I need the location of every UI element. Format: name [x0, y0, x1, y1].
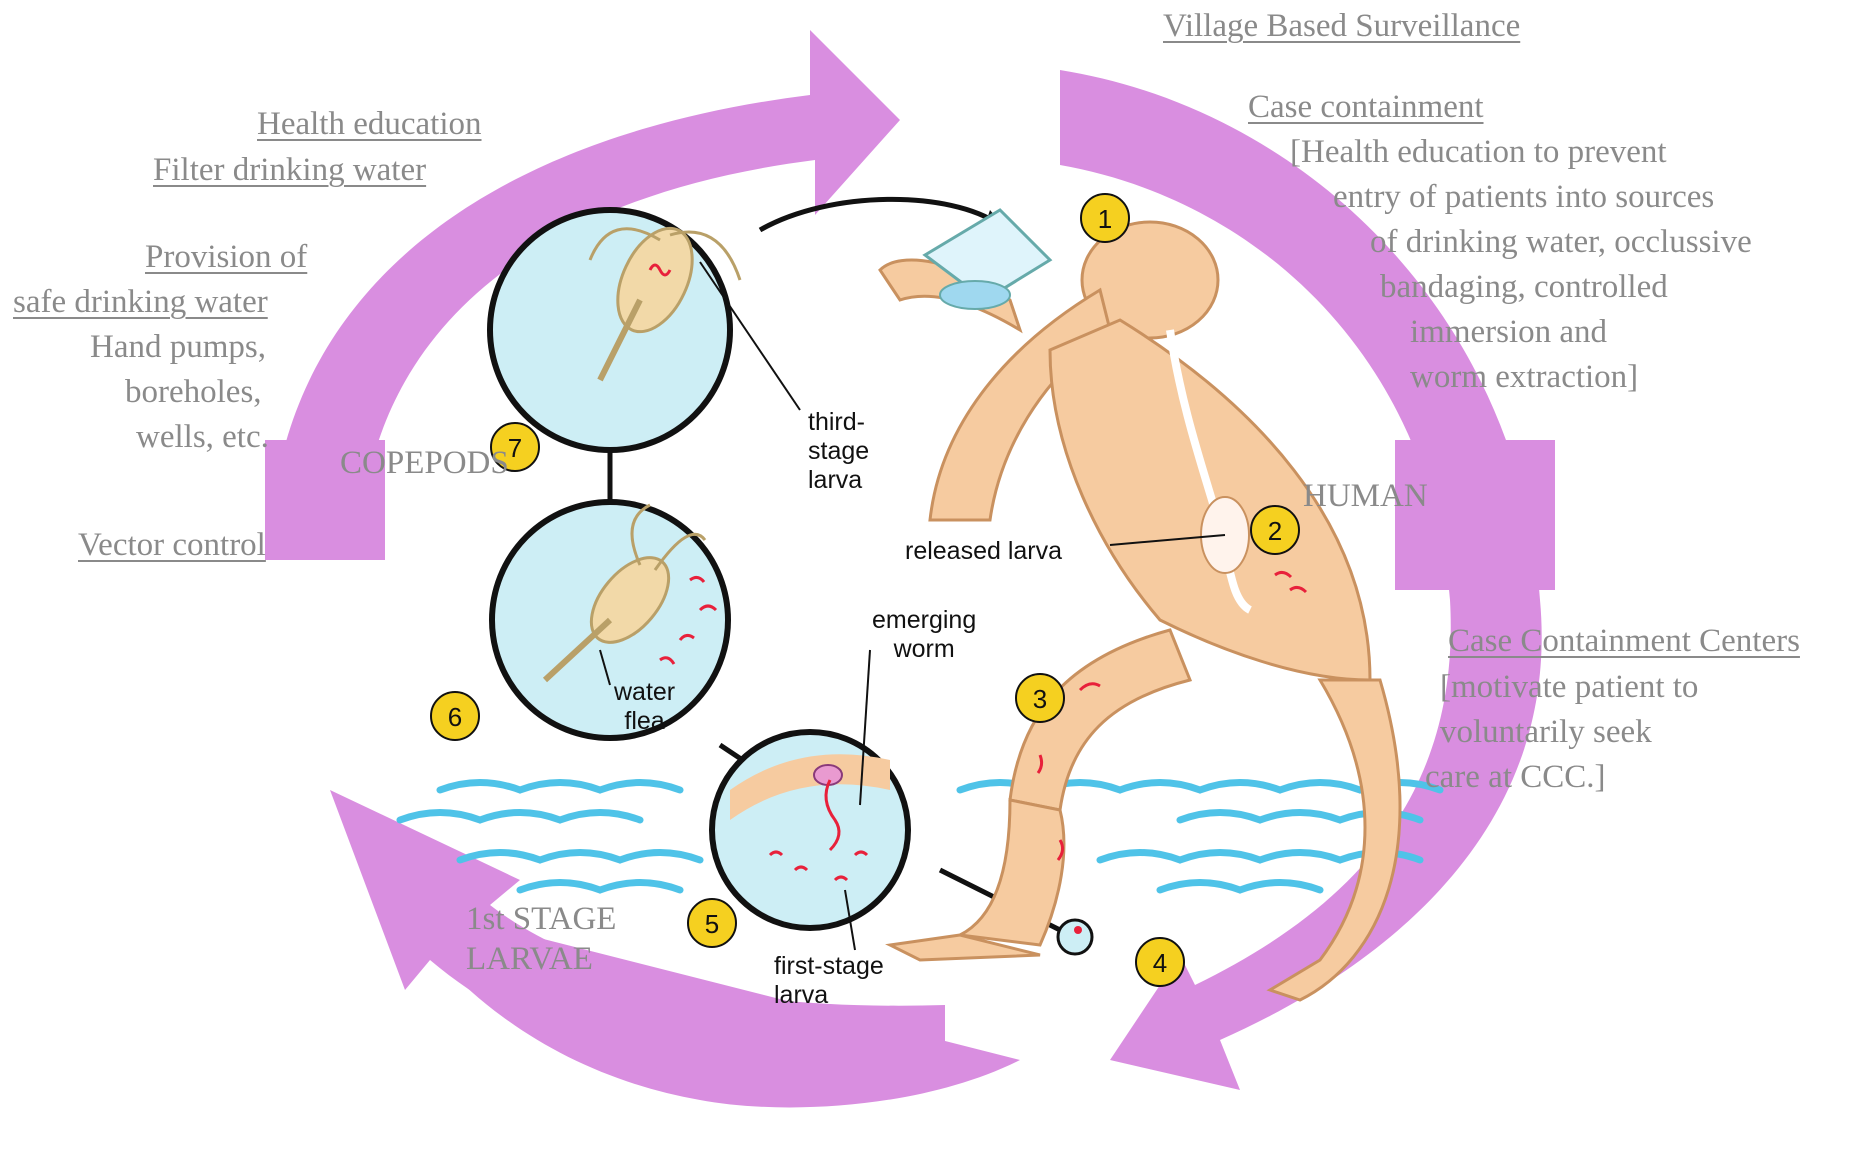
safe-water-detail-2: boreholes, — [125, 376, 262, 409]
intervention-vector-control: Vector control — [78, 529, 266, 562]
label-line: first-stage — [774, 952, 884, 981]
step-badge-6: 6 — [431, 692, 479, 740]
label-emerging-worm: emerging worm — [872, 606, 976, 664]
stage-label-copepods: COPEPODS — [340, 447, 509, 480]
case-containment-detail-1: [Health education to prevent — [1290, 136, 1667, 169]
label-water-flea: water flea — [614, 678, 675, 736]
ccc-detail-2: voluntarily seek — [1440, 716, 1652, 749]
label-line: third- — [808, 408, 869, 437]
copepod-circle-middle — [492, 502, 728, 738]
svg-text:7: 7 — [508, 433, 522, 463]
stage-label-first-stage-larvae: 1st STAGE LARVAE — [466, 900, 616, 979]
step-badge-3: 3 — [1016, 674, 1064, 722]
intervention-ccc: Case Containment Centers — [1448, 625, 1800, 658]
label-line: larva — [808, 466, 869, 495]
step-badge-4: 4 — [1136, 938, 1184, 986]
intervention-filter-water: Filter drinking water — [153, 154, 426, 187]
stage-label-human: HUMAN — [1303, 480, 1428, 513]
intervention-health-education: Health education — [257, 108, 482, 141]
intervention-provision-of: Provision of — [145, 241, 307, 274]
case-containment-detail-5: immersion and — [1410, 316, 1607, 349]
label-line: emerging — [872, 606, 976, 635]
safe-water-detail-1: Hand pumps, — [90, 331, 266, 364]
label-line: worm — [872, 635, 976, 664]
case-containment-detail-6: worm extraction] — [1410, 361, 1638, 394]
svg-text:2: 2 — [1268, 516, 1282, 546]
label-line: LARVAE — [466, 940, 616, 980]
label-line: stage — [808, 437, 869, 466]
intervention-case-containment: Case containment — [1248, 91, 1484, 124]
svg-text:6: 6 — [448, 702, 462, 732]
label-line: larva — [774, 981, 884, 1010]
svg-text:5: 5 — [705, 909, 719, 939]
skin-worm-circle — [712, 732, 908, 928]
step-badge-2: 2 — [1251, 506, 1299, 554]
label-line: flea — [614, 707, 675, 736]
ccc-detail-3: care at CCC.] — [1425, 761, 1606, 794]
step-badge-1: 1 — [1081, 194, 1129, 242]
intervention-village-surveillance: Village Based Surveillance — [1163, 10, 1520, 43]
label-first-stage-larva: first-stage larva — [774, 952, 884, 1010]
label-third-stage-larva: third- stage larva — [808, 408, 869, 494]
foot-lesion — [1058, 920, 1092, 954]
step-badge-5: 5 — [688, 899, 736, 947]
case-containment-detail-2: entry of patients into sources — [1333, 181, 1714, 214]
label-released-larva: released larva — [905, 537, 1062, 566]
svg-text:1: 1 — [1098, 204, 1112, 234]
intervention-safe-water: safe drinking water — [13, 286, 268, 319]
safe-water-detail-3: wells, etc. — [136, 421, 269, 454]
copepod-circle-top — [490, 210, 740, 450]
label-line: water — [614, 678, 675, 707]
ccc-detail-1: [motivate patient to — [1440, 671, 1698, 704]
label-line: 1st STAGE — [466, 900, 616, 940]
case-containment-detail-3: of drinking water, occlussive — [1370, 226, 1752, 259]
case-containment-detail-4: bandaging, controlled — [1380, 271, 1668, 304]
right-arrow-block — [1395, 440, 1555, 590]
svg-text:4: 4 — [1153, 948, 1167, 978]
water-waves — [400, 783, 1440, 891]
svg-text:3: 3 — [1033, 684, 1047, 714]
drinking-cup — [925, 210, 1050, 309]
